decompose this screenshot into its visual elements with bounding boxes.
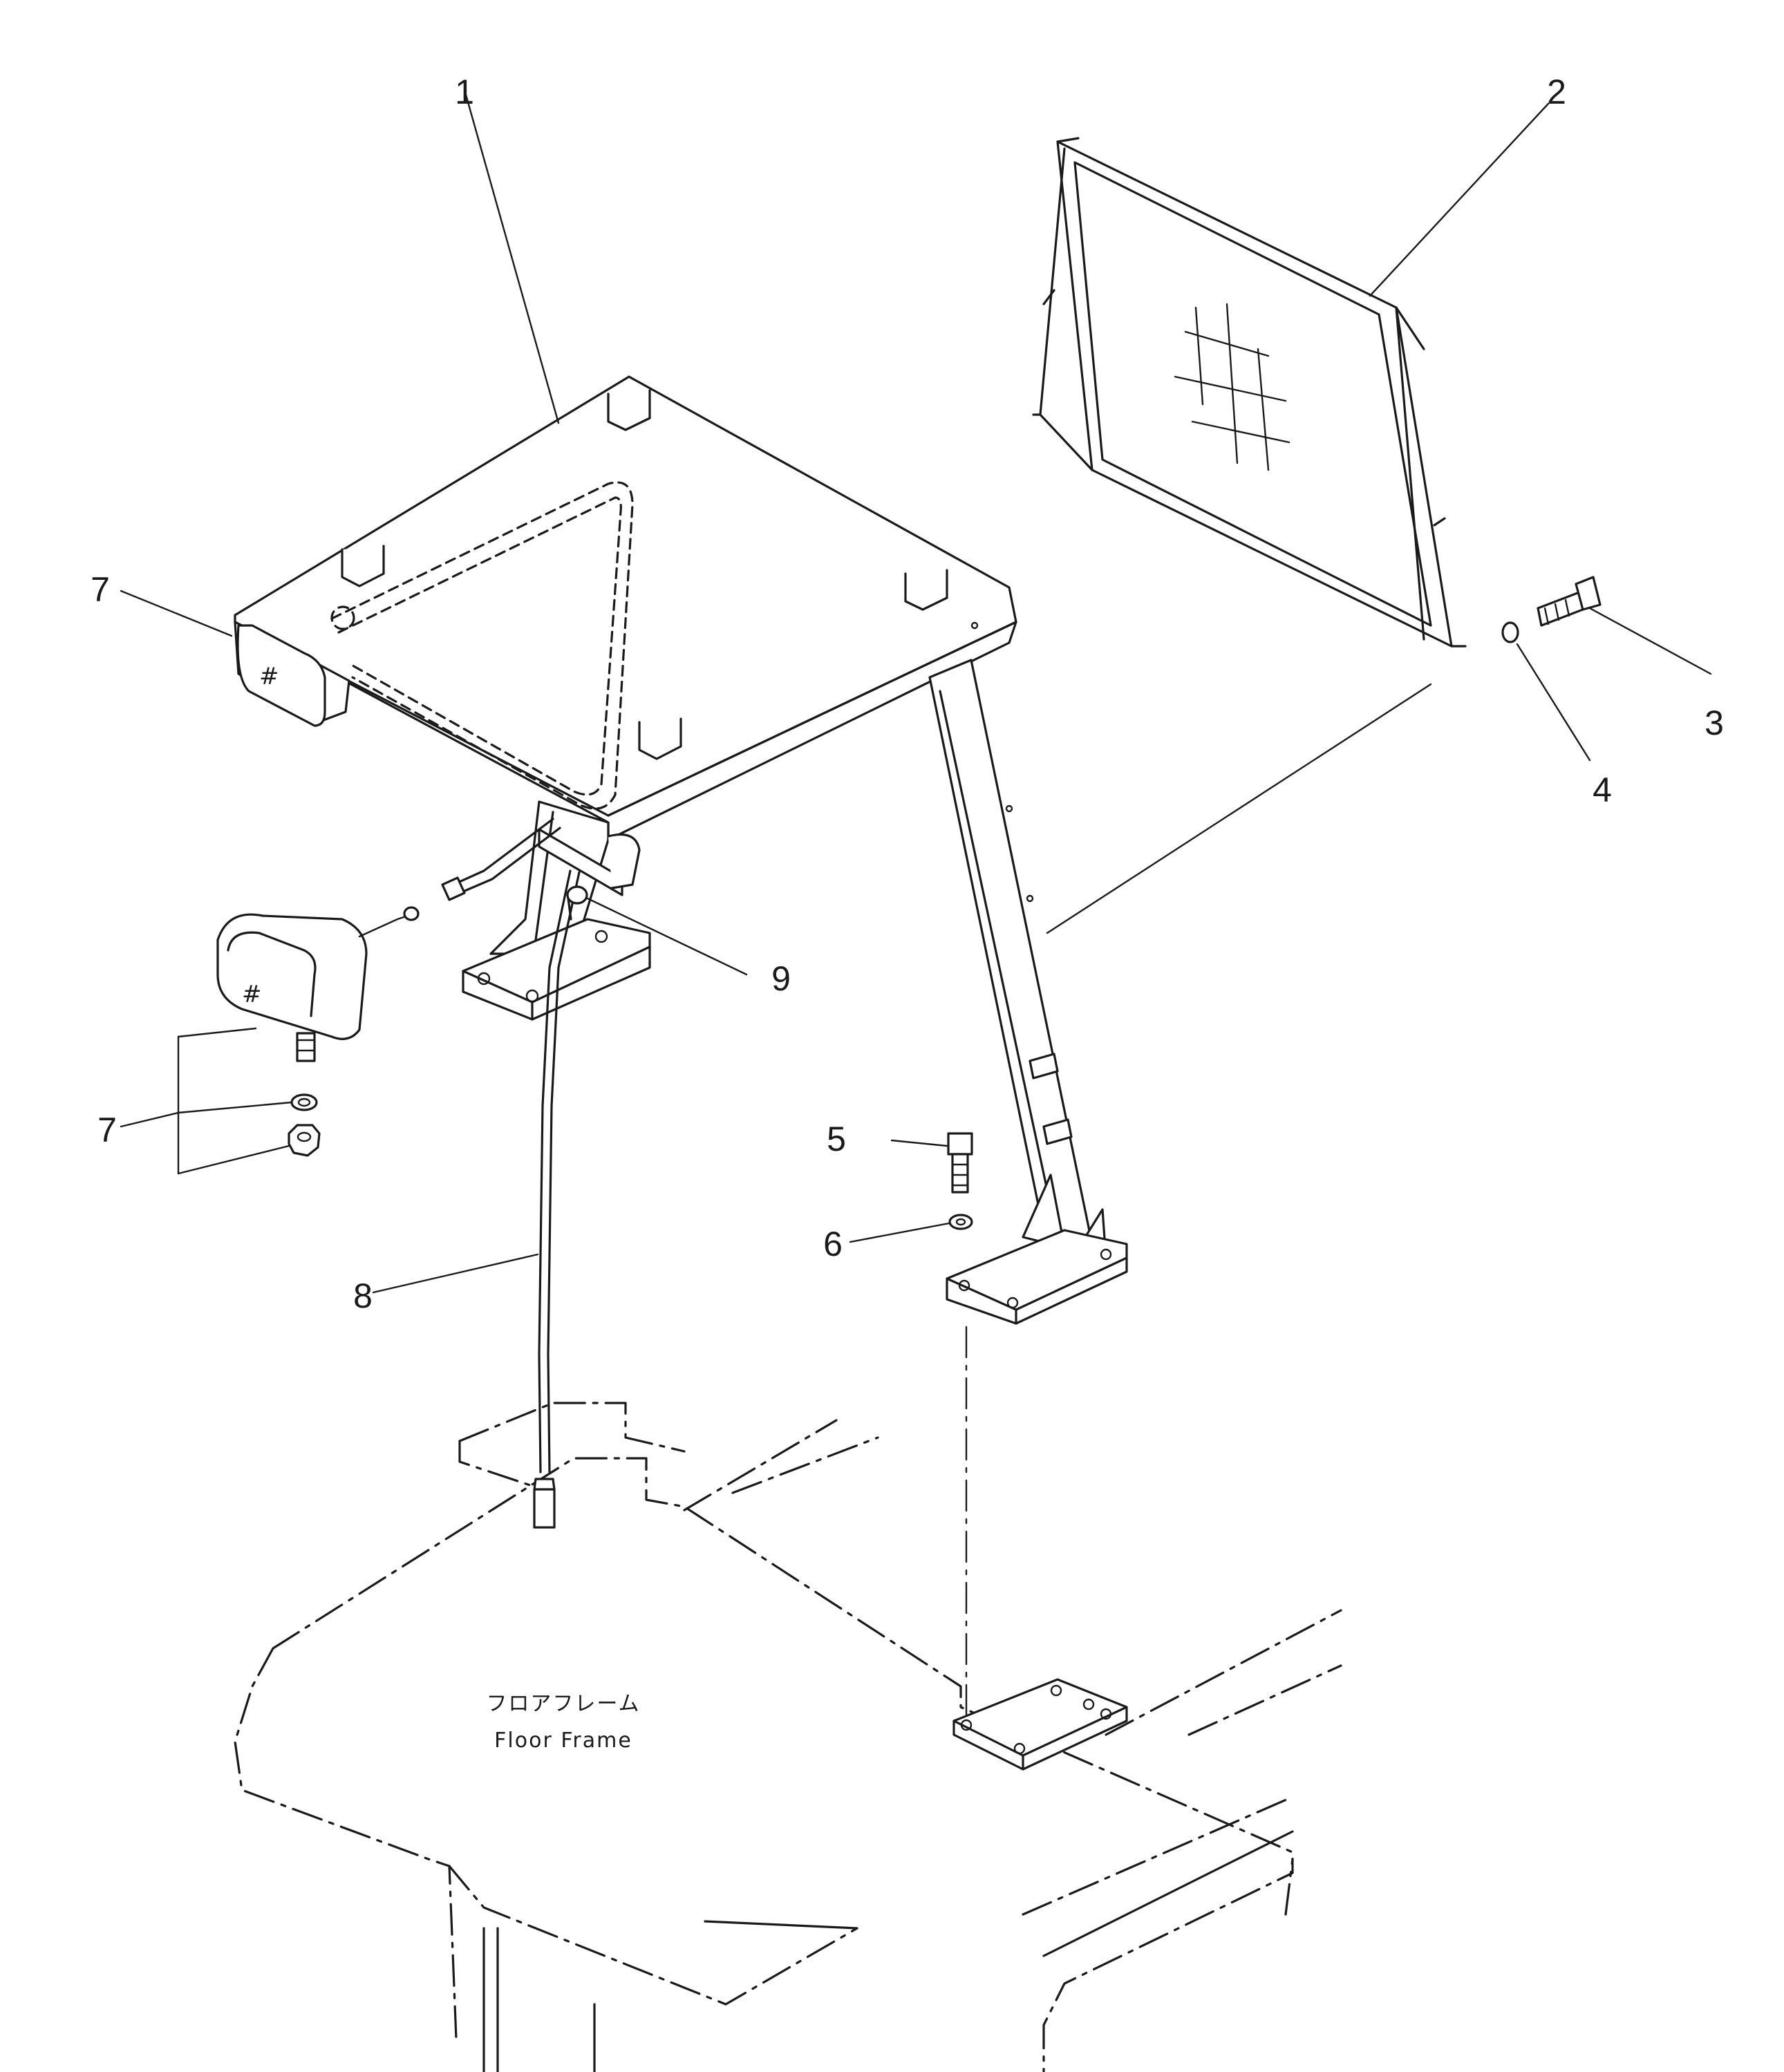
- callout-6: 6: [823, 1225, 843, 1263]
- callout-1: 1: [455, 73, 474, 111]
- callout-7-loose-lamp: 7: [97, 1111, 117, 1149]
- bolt-5: [947, 1132, 973, 1194]
- lamp-top-mark: #: [259, 663, 279, 690]
- work-lamp-roof: #: [234, 621, 350, 727]
- floor-frame-label-en: Floor Frame: [494, 1729, 632, 1753]
- floor-frame: フロアフレーム Floor Frame: [234, 1402, 1342, 2072]
- washer-7: [290, 1093, 318, 1111]
- wiring-harness: [441, 818, 581, 1529]
- callout-4: 4: [1593, 771, 1612, 809]
- rear-screen-guard: [1032, 137, 1467, 648]
- guide-line-screen: [1046, 683, 1432, 934]
- work-lamp-loose: #: [216, 906, 420, 1062]
- floor-frame-label-jp: フロアフレーム: [486, 1692, 640, 1716]
- leader-lines: [120, 88, 1712, 1294]
- callout-5: 5: [827, 1120, 846, 1158]
- washer-4: [1501, 621, 1519, 643]
- callout-2: 2: [1547, 73, 1566, 111]
- washer-6: [948, 1214, 973, 1230]
- lamp-bottom-mark: #: [242, 981, 262, 1008]
- callouts: 1 2 3 4 5 6 7 7 8 9: [91, 73, 1724, 1315]
- callout-7-roof-lamp: 7: [91, 570, 110, 609]
- canopy-roof: [234, 375, 1128, 1719]
- callout-8: 8: [353, 1277, 373, 1315]
- callout-9: 9: [771, 959, 791, 998]
- bolt-3: [1537, 576, 1602, 627]
- clamp-9: [566, 885, 588, 921]
- nut-7: [288, 1124, 321, 1157]
- callout-3: 3: [1705, 704, 1724, 742]
